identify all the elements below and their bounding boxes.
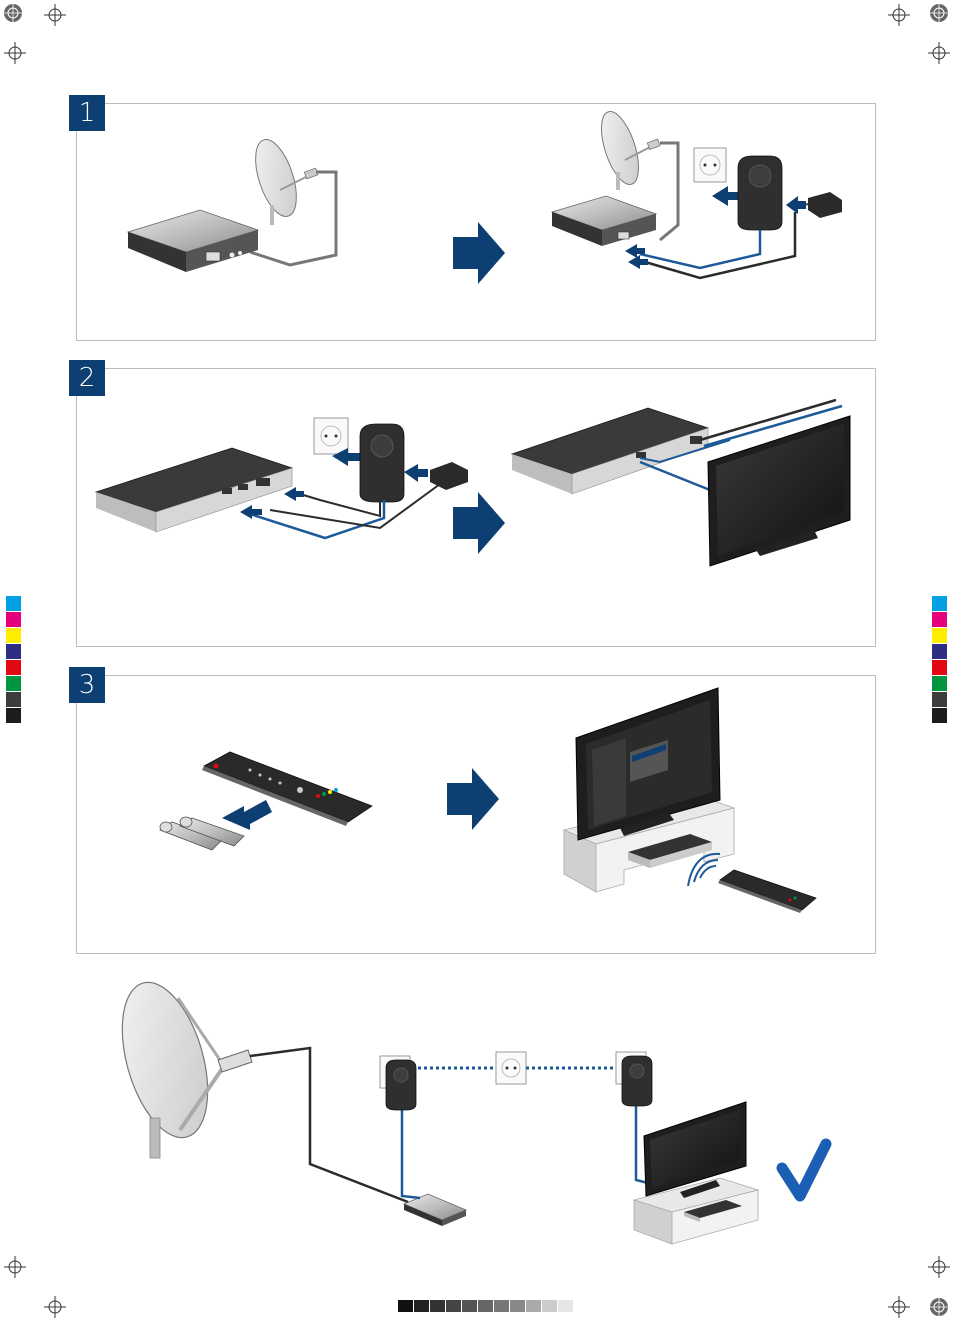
receiver-icon [628, 834, 712, 868]
power-cable [644, 212, 797, 280]
receiver-icon [550, 195, 658, 246]
powerline-adapter-icon [379, 1055, 417, 1111]
receiver-icon [684, 1200, 742, 1222]
crosshair-icon [888, 4, 910, 26]
satellite-dish-icon [121, 981, 253, 1159]
tv-icon [575, 687, 721, 841]
tv-stand-icon [632, 1177, 760, 1245]
powerline-adapter-icon [359, 423, 405, 503]
coax-cable [249, 170, 338, 267]
crosshair-icon [4, 1256, 26, 1278]
power-supply-icon [430, 462, 468, 490]
step-3-badge: 3 [69, 667, 105, 703]
arrow-right-icon [447, 768, 499, 830]
ethernet-cable [639, 230, 762, 270]
signal-waves-icon [687, 852, 721, 887]
checkmark-icon [776, 1138, 832, 1202]
arrow-left-icon [712, 186, 740, 206]
registration-mark-icon [4, 4, 22, 22]
tv-icon [707, 415, 851, 567]
step-2-badge: 2 [69, 360, 105, 396]
powerline-adapter-icon [737, 155, 783, 231]
powerline-adapter-icon [615, 1051, 653, 1107]
receiver-icon [402, 1193, 468, 1226]
arrow-right-icon [453, 222, 505, 284]
battery-icon [159, 816, 245, 851]
color-calibration-bar-left [6, 596, 21, 724]
receiver-icon [94, 447, 294, 533]
registration-mark-icon [930, 1298, 948, 1316]
crosshair-icon [928, 42, 950, 64]
receiver-icon [510, 407, 710, 495]
step-1-badge: 1 [69, 95, 105, 131]
wall-socket-icon [693, 147, 727, 183]
grayscale-calibration-strip [398, 1300, 574, 1312]
wall-socket-icon [495, 1051, 527, 1085]
receiver-icon [126, 209, 260, 272]
arrow-right-icon [453, 492, 505, 554]
crosshair-icon [928, 1256, 950, 1278]
crosshair-icon [4, 42, 26, 64]
crosshair-icon [888, 1296, 910, 1318]
color-calibration-bar-right [932, 596, 947, 724]
remote-control-icon [718, 869, 817, 913]
power-supply-icon [799, 192, 842, 218]
crosshair-icon [44, 1296, 66, 1318]
tv-icon [643, 1101, 747, 1198]
arrow-insert-icon [222, 800, 272, 830]
crosshair-icon [44, 4, 66, 26]
satellite-dish-icon [255, 139, 319, 225]
registration-mark-icon [930, 4, 948, 22]
remote-control-icon [202, 751, 373, 826]
wall-socket-icon [313, 417, 349, 455]
satellite-dish-icon [601, 111, 661, 190]
